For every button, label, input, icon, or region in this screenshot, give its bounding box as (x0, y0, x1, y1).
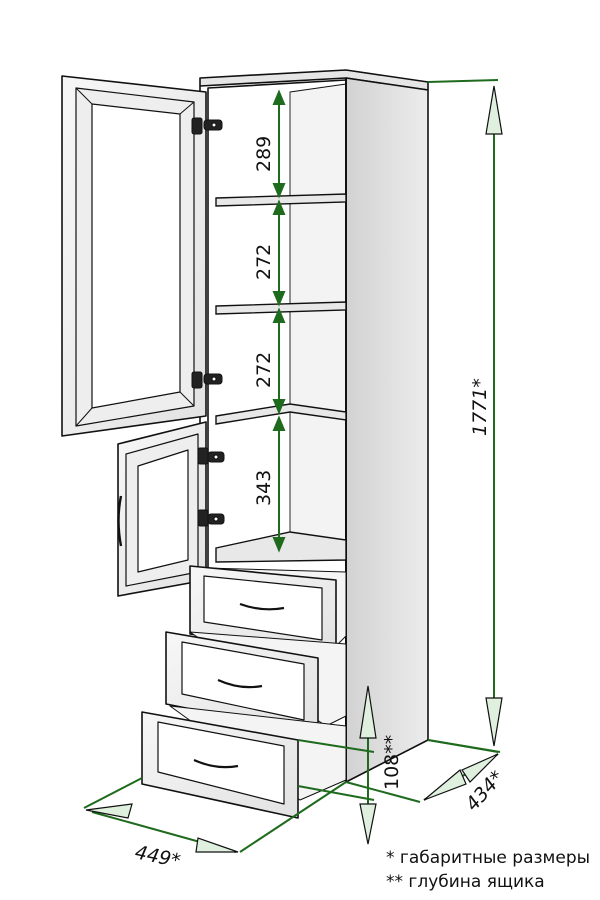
dim-shelf-3: 272 (253, 352, 275, 388)
legend-drawer: ** глубина ящика (386, 872, 545, 892)
drawers (141, 565, 347, 819)
dim-shelf-1: 289 (253, 136, 275, 172)
drawer-1 (189, 565, 347, 655)
dim-drawer-depth: 108** (381, 735, 403, 790)
dim-shelf-2: 272 (253, 244, 275, 280)
dim-width: 449* (133, 841, 182, 872)
shelves (215, 193, 347, 563)
shelf-3 (215, 403, 347, 425)
shelf-2 (215, 301, 347, 315)
upper-door (61, 75, 207, 437)
dim-shelf-4: 343 (253, 470, 275, 506)
shelf-1 (215, 193, 347, 207)
legend-overall: * габаритные размеры (386, 848, 591, 868)
lower-door (117, 421, 207, 597)
dimension-lines (83, 79, 501, 853)
drawer-3 (141, 705, 347, 819)
dim-height: 1771* (469, 378, 491, 436)
drawer-2 (165, 631, 347, 735)
dimension-arrowheads (85, 85, 503, 853)
hinges (191, 117, 225, 527)
